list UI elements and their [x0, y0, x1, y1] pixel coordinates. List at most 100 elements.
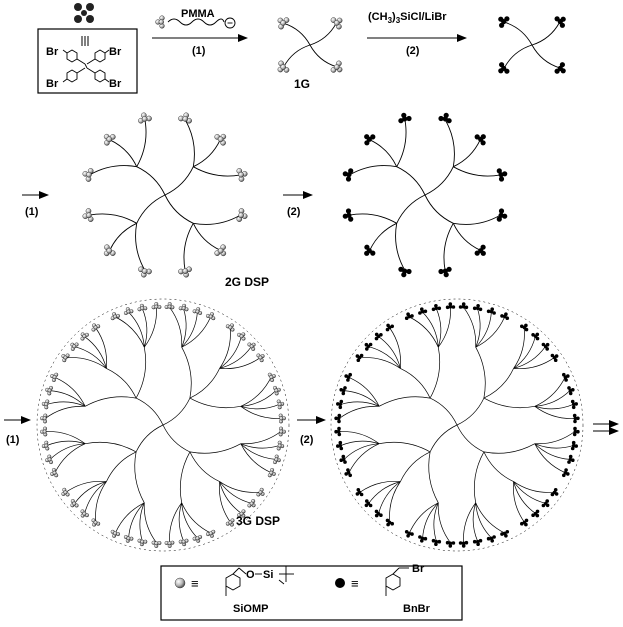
- bnbr-end-group: [448, 302, 453, 306]
- bnbr-end-group: [571, 405, 576, 410]
- polymer-chain: [135, 424, 164, 453]
- bnbr-end-group: [451, 305, 456, 309]
- siomp-end-group: [217, 247, 224, 254]
- polymer-chain: [85, 441, 137, 453]
- polymer-chain: [95, 327, 108, 369]
- bnbr-label: BnBr: [403, 603, 431, 615]
- polymer-chain: [219, 481, 242, 514]
- polymer-chain: [95, 481, 107, 523]
- bnbr-end-group: [445, 540, 450, 545]
- bnbr-end-group: [486, 536, 491, 541]
- bnbr-end-group: [341, 391, 346, 396]
- siomp-sphere-icon: [174, 577, 186, 589]
- polymer-chain: [513, 336, 536, 369]
- polymer-chain: [135, 397, 164, 426]
- polymer-chain: [89, 165, 137, 176]
- polymer-chain: [534, 404, 574, 410]
- bnbr-end-group: [437, 539, 442, 544]
- polymer-chain: [89, 213, 137, 224]
- bnbr-end-group: [564, 468, 568, 472]
- siomp-end-group: [279, 429, 284, 434]
- polymer-chain: [340, 440, 380, 446]
- siomp-end-group: [181, 539, 186, 544]
- step-label-2: (2): [287, 206, 301, 218]
- siomp-end-group: [42, 416, 47, 421]
- bnbr-end-group: [387, 325, 392, 330]
- polymer-chain: [472, 502, 478, 542]
- step-label-1: (1): [6, 434, 20, 446]
- siomp-end-group: [44, 443, 49, 448]
- polymer-chain: [456, 424, 485, 453]
- polymer-chain: [240, 377, 272, 407]
- bnbr-end-group: [563, 471, 568, 475]
- polymer-chain: [534, 443, 574, 449]
- first-generation-star: [277, 17, 343, 73]
- oxygen-label: O: [246, 569, 255, 581]
- bnbr-end-group: [501, 19, 507, 25]
- bnbr-end-group: [563, 375, 568, 380]
- siomp-end-group: [239, 334, 244, 339]
- bnbr-end-group: [366, 501, 371, 506]
- bnbr-end-group: [438, 268, 444, 275]
- bnbr-end-group: [346, 375, 351, 380]
- bnbr-end-group: [406, 115, 412, 122]
- siomp-end-group: [258, 355, 263, 360]
- bnbr-end-group: [498, 172, 504, 178]
- bnbr-end-group: [572, 432, 577, 437]
- polymer-chain: [240, 406, 281, 419]
- polymer-chain: [378, 481, 401, 514]
- bnbr-end-group: [543, 501, 548, 506]
- bnbr-end-group: [366, 136, 372, 142]
- polymer-chain: [359, 357, 401, 369]
- bnbr-end-group: [568, 454, 573, 459]
- siomp-end-group: [52, 375, 57, 380]
- bnbr-end-group: [522, 520, 527, 525]
- polymer-chain: [240, 443, 280, 449]
- siomp-end-group: [208, 531, 213, 536]
- polymer-chain: [513, 481, 536, 514]
- bnbr-end-group: [338, 405, 343, 410]
- siomp-end-group: [181, 306, 186, 311]
- bnbr-end-group: [338, 402, 343, 407]
- siomp-end-group: [141, 116, 148, 122]
- polymer-chain: [422, 502, 439, 538]
- polymer-chain: [483, 451, 514, 482]
- bnbr-end-group: [431, 307, 436, 312]
- reaction-arrow-3g-step1: (1): [4, 416, 31, 446]
- polymer-chain: [343, 443, 380, 460]
- siomp-end-group: [195, 309, 200, 314]
- siomp-end-group: [140, 539, 145, 544]
- polymer-chain: [475, 347, 486, 399]
- siomp-end-group: [333, 20, 340, 26]
- siomp-end-group: [72, 344, 77, 349]
- bnbr-structure: Br: [385, 563, 425, 596]
- polymer-chain: [181, 502, 211, 534]
- polymer-chain: [240, 443, 276, 460]
- siomp-end-group: [269, 470, 274, 475]
- polymer-chain: [503, 44, 533, 69]
- bnbr-end-group: [420, 536, 425, 541]
- polymer-chain: [240, 390, 277, 407]
- bnbr-end-group: [341, 454, 346, 459]
- bnbr-end-group: [568, 388, 573, 393]
- bnbr-end-group: [357, 355, 362, 360]
- polymer-chain: [219, 481, 252, 504]
- bnbr-end-group: [570, 399, 575, 404]
- siomp-end-group: [113, 314, 118, 319]
- polymer-chain: [389, 481, 401, 523]
- bnbr-end-group: [341, 388, 346, 393]
- bnbr-end-group: [407, 531, 412, 536]
- reaction-arrow-2g-step1: (1): [22, 191, 49, 218]
- bnbr-end-group: [552, 490, 557, 495]
- polymer-chain: [473, 451, 485, 503]
- polymer-chain: [193, 166, 241, 177]
- polymer-chain: [338, 405, 380, 419]
- polymer-chain: [396, 119, 407, 167]
- siomp-end-group: [277, 443, 282, 448]
- polymer-chain: [240, 404, 280, 410]
- polymer-chain: [84, 336, 107, 369]
- siomp-end-group: [113, 531, 118, 536]
- bnbr-end-group: [475, 539, 480, 544]
- polymer-chain: [475, 502, 505, 534]
- bnbr-end-group: [458, 305, 463, 309]
